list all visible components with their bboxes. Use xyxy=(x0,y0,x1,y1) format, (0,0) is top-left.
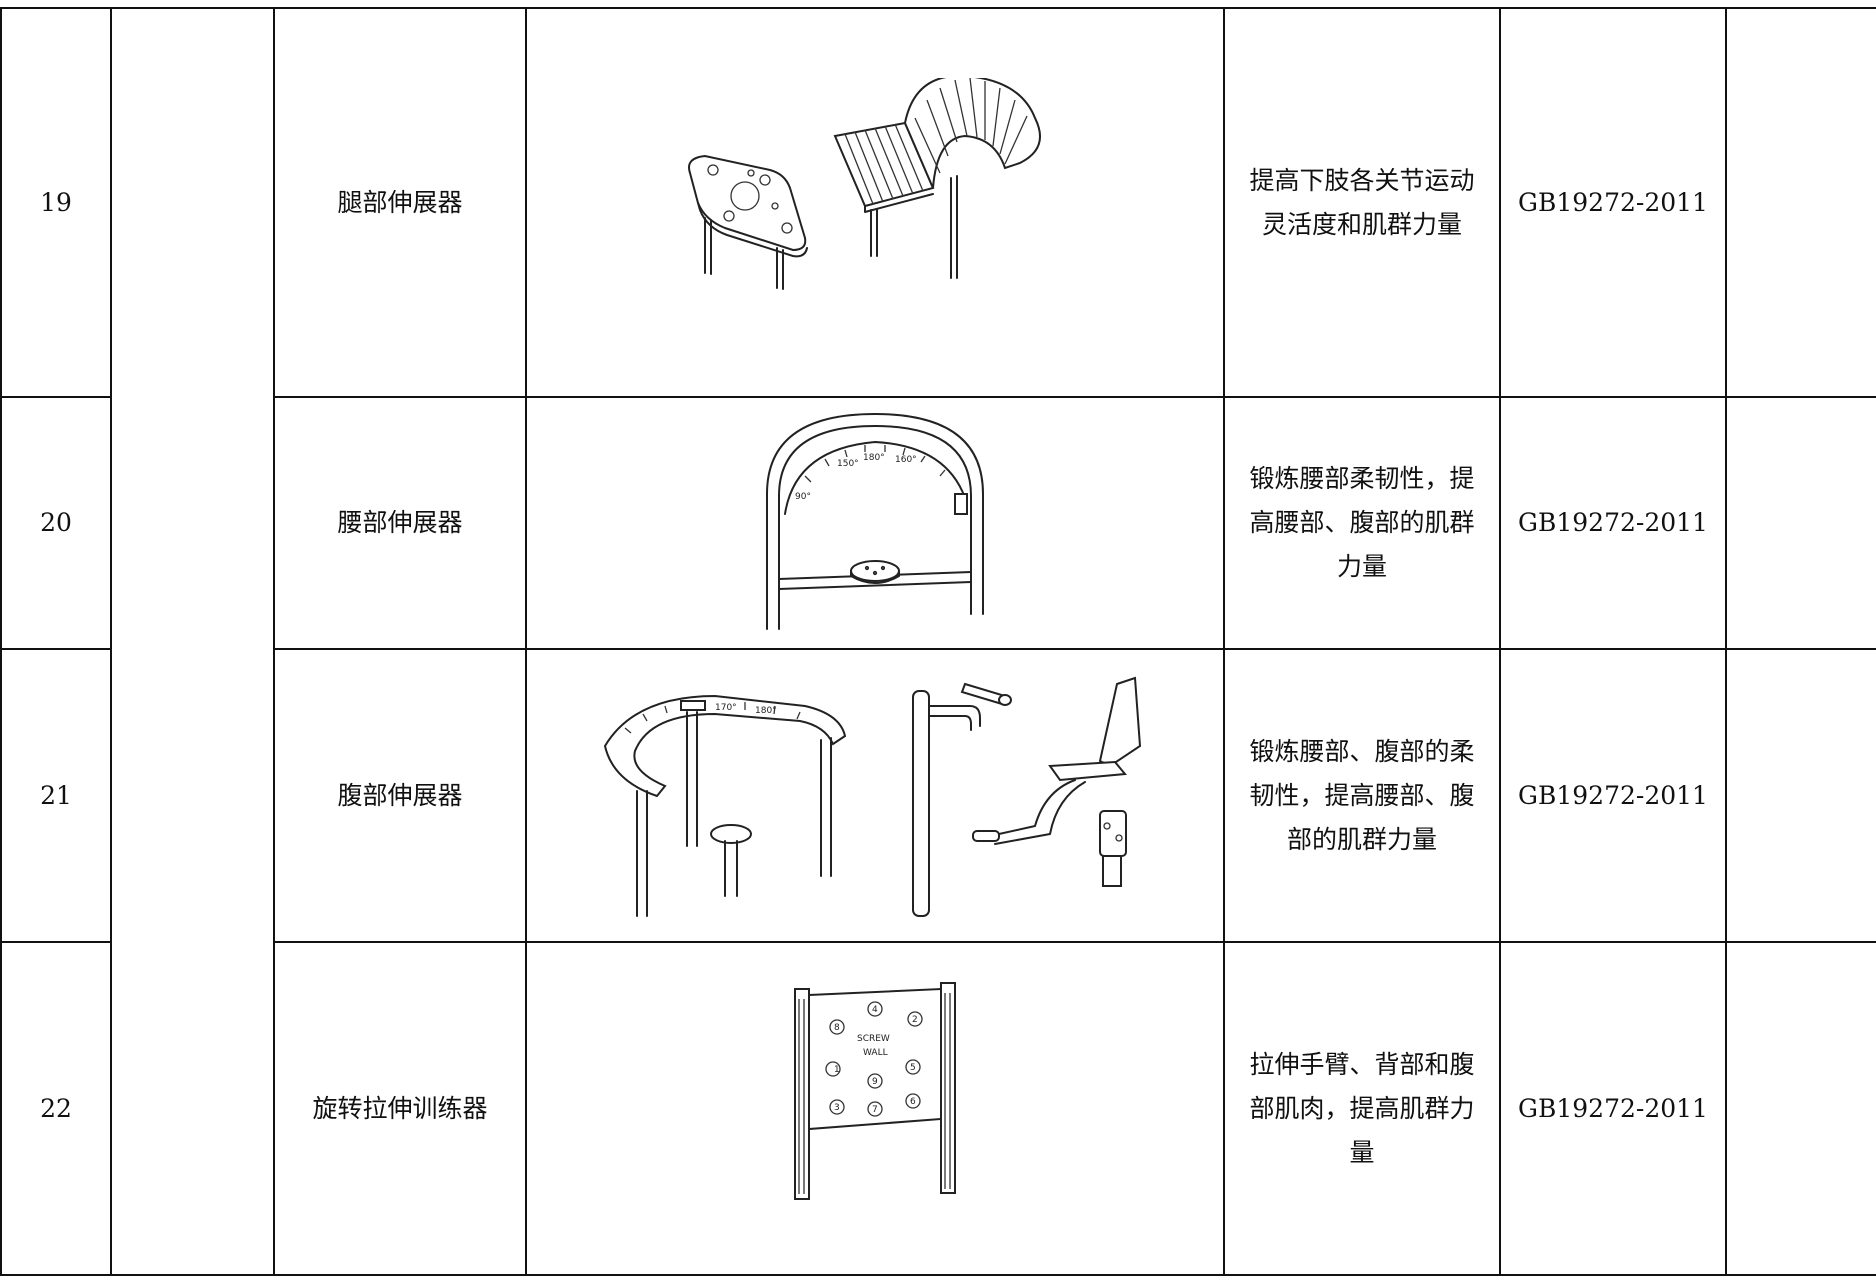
svg-text:3: 3 xyxy=(834,1103,840,1113)
svg-text:2: 2 xyxy=(912,1015,918,1025)
equipment-picture: 170° 180° xyxy=(525,648,1225,943)
svg-text:4: 4 xyxy=(872,1005,878,1015)
equipment-picture xyxy=(525,7,1225,398)
standard-code: GB19272-2011 xyxy=(1499,941,1727,1276)
table-row: 21 腹部伸展器 170° 180° xyxy=(0,648,1876,943)
row-number: 21 xyxy=(0,648,112,943)
remark-cell xyxy=(1725,941,1876,1276)
svg-text:8: 8 xyxy=(834,1023,840,1033)
remark-cell xyxy=(1725,7,1876,398)
svg-text:6: 6 xyxy=(910,1097,916,1107)
svg-text:5: 5 xyxy=(910,1063,916,1073)
table-row: 22 旋转拉伸训练器 SCREW WALL xyxy=(0,941,1876,1276)
leg-stretcher-illustration xyxy=(688,77,1041,290)
row-number: 19 xyxy=(0,7,112,398)
equipment-name: 腰部伸展器 xyxy=(273,396,527,650)
standard-code: GB19272-2011 xyxy=(1499,7,1727,398)
equipment-name: 腿部伸展器 xyxy=(273,7,527,398)
svg-text:9: 9 xyxy=(872,1077,878,1087)
svg-text:SCREW: SCREW xyxy=(857,1034,890,1044)
table-row: 19 腿部伸展器 xyxy=(0,7,1876,1276)
function-description: 拉伸手臂、背部和腹部肌肉，提高肌群力量 xyxy=(1223,941,1501,1276)
equipment-picture: 150° 180° 160° 90° xyxy=(525,396,1225,650)
standard-code: GB19272-2011 xyxy=(1499,648,1727,943)
function-description: 锻炼腰部、腹部的柔韧性，提高腰部、腹部的肌群力量 xyxy=(1223,648,1501,943)
hand-print-icon xyxy=(825,1000,923,1117)
svg-text:160°: 160° xyxy=(895,455,917,465)
row-number: 20 xyxy=(0,396,112,650)
equipment-name: 旋转拉伸训练器 xyxy=(273,941,527,1276)
abdomen-stretcher-illustration: 170° 180° xyxy=(603,676,1142,917)
waist-stretcher-illustration: 150° 180° 160° 90° xyxy=(766,413,984,630)
category-cell xyxy=(110,7,275,1276)
function-description: 锻炼腰部柔韧性，提高腰部、腹部的肌群力量 xyxy=(1223,396,1501,650)
rotation-stretch-trainer-illustration: SCREW WALL 1 2 3 4 5 6 7 xyxy=(794,981,956,1200)
svg-text:1: 1 xyxy=(834,1065,840,1075)
svg-text:150°: 150° xyxy=(837,459,859,469)
equipment-picture: SCREW WALL 1 2 3 4 5 6 7 xyxy=(525,941,1225,1276)
svg-text:170°: 170° xyxy=(715,703,737,713)
remark-cell xyxy=(1725,396,1876,650)
svg-text:7: 7 xyxy=(872,1105,878,1115)
svg-text:180°: 180° xyxy=(755,706,777,716)
svg-text:90°: 90° xyxy=(795,492,811,502)
function-description: 提高下肢各关节运动灵活度和肌群力量 xyxy=(1223,7,1501,398)
svg-text:WALL: WALL xyxy=(863,1048,888,1058)
row-number: 22 xyxy=(0,941,112,1276)
svg-text:180°: 180° xyxy=(863,453,885,463)
table-row: 20 腰部伸展器 150° 180° 160° 90° xyxy=(0,396,1876,650)
remark-cell xyxy=(1725,648,1876,943)
equipment-table: 19 腿部伸展器 xyxy=(0,7,1876,1276)
equipment-name: 腹部伸展器 xyxy=(273,648,527,943)
standard-code: GB19272-2011 xyxy=(1499,396,1727,650)
